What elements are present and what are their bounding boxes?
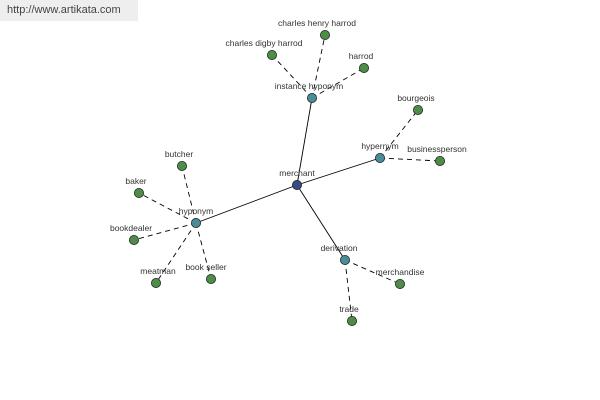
- node-merchant[interactable]: [291, 179, 302, 190]
- edge-instance-hyponym-charles-henry-harrod: [311, 34, 326, 99]
- node-instance-hyponym[interactable]: [306, 93, 317, 104]
- node-baker[interactable]: [133, 187, 144, 198]
- edge-merchant-hyponym: [195, 184, 298, 224]
- edge-derivation-merchandise: [344, 259, 401, 285]
- edge-hyponym-bookdealer: [133, 222, 197, 241]
- label-butcher[interactable]: butcher: [165, 149, 194, 159]
- node-trade[interactable]: [346, 315, 357, 326]
- label-bookdealer[interactable]: bookdealer: [110, 223, 152, 233]
- node-derivation[interactable]: [339, 254, 350, 265]
- node-harrod[interactable]: [358, 63, 369, 74]
- label-charles-henry-harrod[interactable]: charles henry harrod: [278, 18, 356, 28]
- edge-instance-hyponym-charles-digby-harrod: [271, 54, 313, 99]
- node-merchandise[interactable]: [394, 278, 405, 289]
- node-hyponym[interactable]: [190, 217, 201, 228]
- label-baker[interactable]: baker: [125, 176, 146, 186]
- edge-hyponym-baker: [138, 192, 197, 224]
- label-harrod[interactable]: harrod: [349, 51, 374, 61]
- edge-instance-hyponym-harrod: [311, 67, 365, 99]
- graph-edges: [133, 34, 441, 322]
- edge-hyponym-meatman: [155, 222, 197, 284]
- edge-merchant-hypernym: [296, 157, 381, 186]
- edge-merchant-instance-hyponym: [296, 97, 313, 186]
- label-merchandise[interactable]: merchandise: [376, 267, 425, 277]
- graph-labels: merchant instance hyponym hypernym hyponym d…: [110, 18, 467, 314]
- node-book-seller[interactable]: [205, 273, 216, 284]
- edge-merchant-derivation: [296, 184, 346, 261]
- label-charles-digby-harrod[interactable]: charles digby harrod: [225, 38, 302, 48]
- node-charles-digby-harrod[interactable]: [266, 50, 277, 61]
- edge-hypernym-businessperson: [379, 157, 441, 162]
- label-hypernym[interactable]: hypernym: [361, 141, 398, 151]
- label-derivation[interactable]: derivation: [321, 243, 358, 253]
- label-bourgeois[interactable]: bourgeois: [397, 93, 434, 103]
- label-instance-hyponym[interactable]: instance hyponym: [275, 81, 344, 91]
- label-merchant[interactable]: merchant: [279, 168, 315, 178]
- node-charles-henry-harrod[interactable]: [319, 29, 330, 40]
- node-bookdealer[interactable]: [128, 234, 139, 245]
- node-hypernym[interactable]: [374, 152, 385, 163]
- edge-derivation-trade: [344, 259, 353, 322]
- label-trade[interactable]: trade: [339, 304, 359, 314]
- label-hyponym[interactable]: hyponym: [179, 206, 214, 216]
- edge-hyponym-butcher: [181, 165, 197, 224]
- node-meatman[interactable]: [150, 277, 161, 288]
- node-butcher[interactable]: [176, 160, 187, 171]
- node-businessperson[interactable]: [434, 155, 445, 166]
- graph-nodes: [128, 29, 445, 326]
- label-businessperson[interactable]: businessperson: [407, 144, 467, 154]
- label-meatman[interactable]: meatman: [140, 266, 176, 276]
- site-url[interactable]: http://www.artikata.com: [0, 0, 138, 21]
- edge-hypernym-bourgeois: [379, 109, 419, 159]
- node-bourgeois[interactable]: [412, 105, 423, 116]
- label-book-seller[interactable]: book seller: [185, 262, 226, 272]
- edge-hyponym-book-seller: [195, 222, 212, 280]
